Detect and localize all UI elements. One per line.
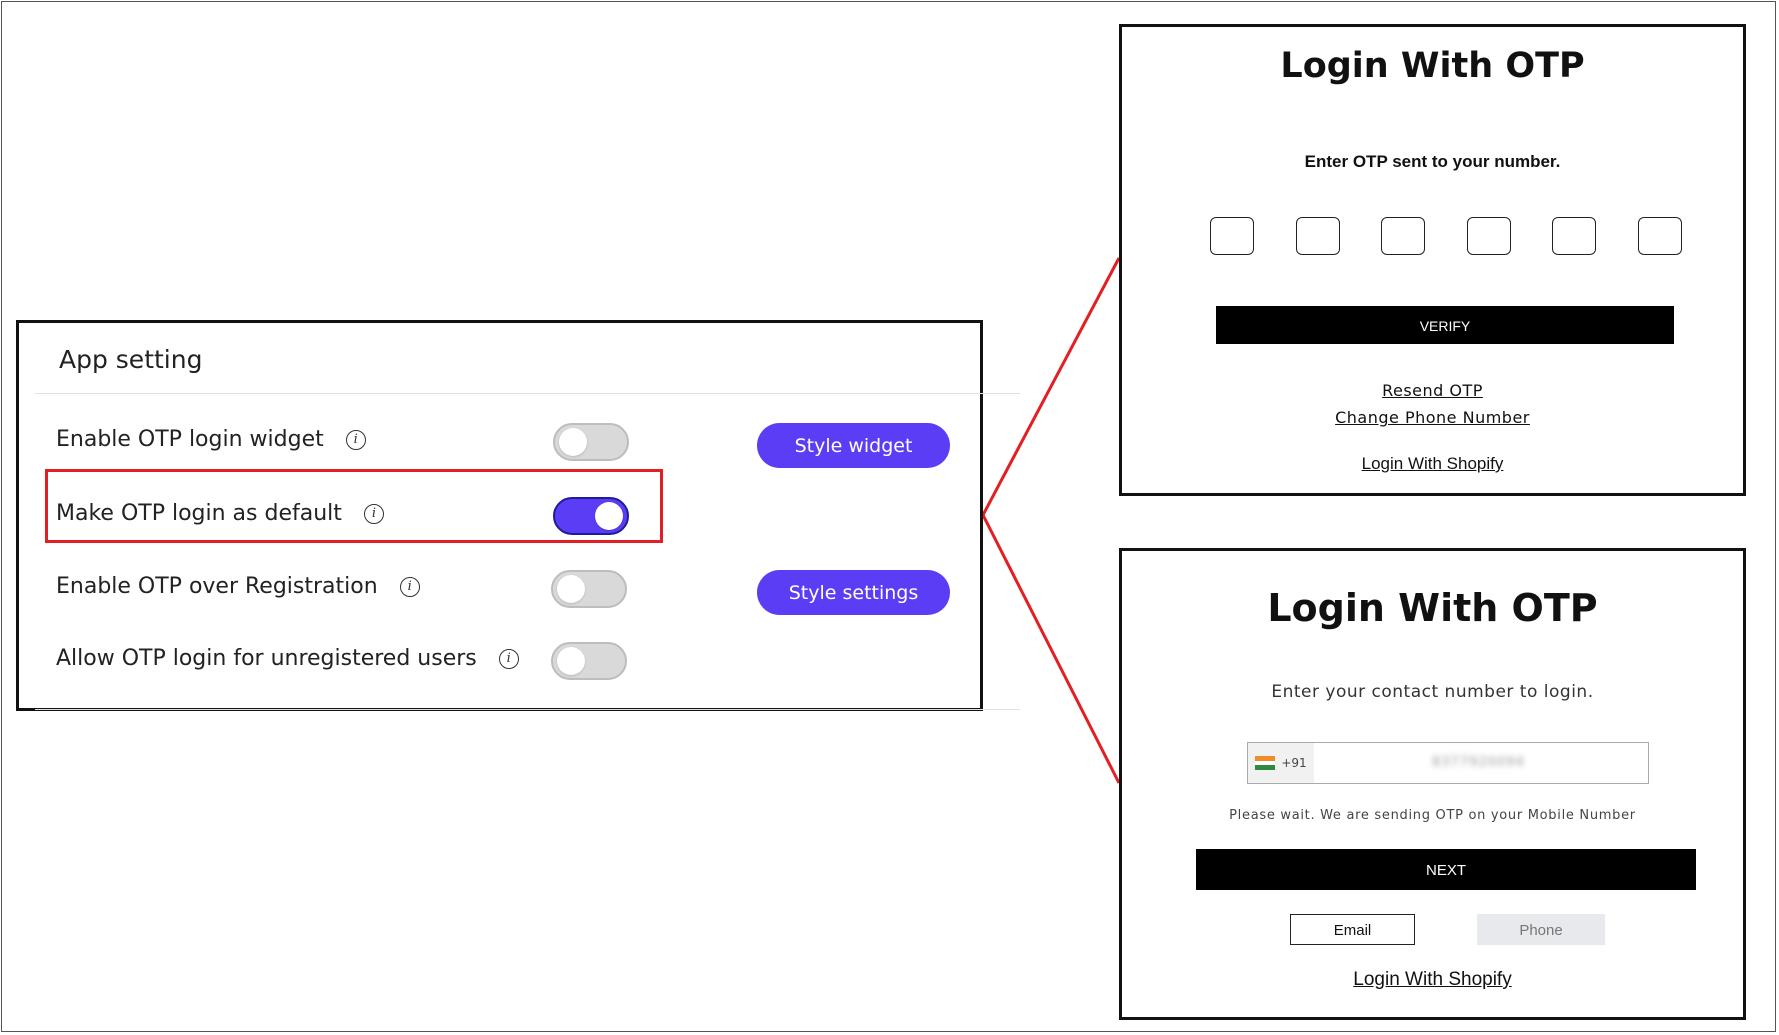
- info-icon[interactable]: i: [345, 429, 366, 450]
- phone-tab-button[interactable]: Phone: [1477, 914, 1605, 945]
- login-with-shopify-link[interactable]: Login With Shopify: [1353, 969, 1512, 990]
- verify-button[interactable]: VERIFY: [1216, 306, 1674, 344]
- card-subtitle: Enter your contact number to login.: [1271, 682, 1594, 702]
- otp-digit-input[interactable]: [1467, 217, 1511, 255]
- style-widget-button[interactable]: Style widget: [757, 423, 950, 468]
- setting-label: Allow OTP login for unregistered users: [56, 646, 477, 671]
- toggle-enable-widget[interactable]: [553, 423, 629, 461]
- change-phone-number-link[interactable]: Change Phone Number: [1335, 408, 1530, 427]
- highlight-box: [45, 469, 663, 543]
- toggle-unregistered[interactable]: [551, 642, 627, 680]
- setting-label: Make OTP login as default: [56, 501, 342, 526]
- app-setting-panel: App setting Enable OTP login widget i St…: [16, 320, 1020, 711]
- india-flag-icon: [1255, 756, 1276, 771]
- toggle-registration[interactable]: [551, 570, 627, 608]
- panel-divider: [35, 393, 1020, 394]
- otp-digit-input[interactable]: [1638, 217, 1682, 255]
- email-tab-button[interactable]: Email: [1290, 914, 1415, 945]
- toggle-knob: [595, 502, 623, 530]
- sending-status-text: Please wait. We are sending OTP on your …: [1229, 808, 1636, 823]
- toggle-knob: [559, 428, 587, 456]
- setting-label-row: Make OTP login as default i: [56, 501, 384, 526]
- info-icon[interactable]: i: [363, 503, 384, 524]
- toggle-default-login[interactable]: [553, 497, 629, 535]
- card-title: Login With OTP: [1280, 46, 1585, 86]
- setting-row-registration: Enable OTP over Registration i Style set…: [19, 556, 980, 616]
- toggle-knob: [557, 647, 585, 675]
- otp-digit-input[interactable]: [1552, 217, 1596, 255]
- phone-number-field[interactable]: +91 8377920094: [1247, 742, 1649, 784]
- panel-title: App setting: [59, 345, 203, 374]
- otp-digit-input[interactable]: [1381, 217, 1425, 255]
- setting-label: Enable OTP over Registration: [56, 574, 378, 599]
- style-settings-button[interactable]: Style settings: [757, 570, 950, 615]
- country-code: +91: [1281, 756, 1307, 770]
- setting-label: Enable OTP login widget: [56, 427, 324, 452]
- setting-label-row: Enable OTP over Registration i: [56, 574, 420, 599]
- info-icon[interactable]: i: [399, 576, 420, 597]
- otp-digit-input[interactable]: [1210, 217, 1254, 255]
- card-title: Login With OTP: [1267, 586, 1598, 630]
- setting-label-row: Allow OTP login for unregistered users i: [56, 646, 519, 671]
- card-subtitle: Enter OTP sent to your number.: [1304, 152, 1561, 171]
- resend-otp-link[interactable]: Resend OTP: [1382, 381, 1483, 400]
- toggle-knob: [557, 575, 585, 603]
- country-code-selector[interactable]: +91: [1248, 743, 1314, 783]
- otp-digit-input[interactable]: [1296, 217, 1340, 255]
- login-with-shopify-link[interactable]: Login With Shopify: [1361, 454, 1504, 473]
- next-button[interactable]: NEXT: [1196, 849, 1696, 890]
- setting-row-enable-widget: Enable OTP login widget i Style widget: [19, 409, 980, 469]
- setting-row-default-login: Make OTP login as default i: [19, 483, 980, 543]
- panel-bottom-divider: [35, 709, 1020, 710]
- phone-number-value: 8377920094: [1432, 755, 1525, 770]
- info-icon[interactable]: i: [498, 648, 519, 669]
- setting-label-row: Enable OTP login widget i: [56, 427, 366, 452]
- setting-row-unregistered: Allow OTP login for unregistered users i: [19, 628, 980, 688]
- verify-otp-card: Login With OTP Enter OTP sent to your nu…: [1119, 24, 1746, 496]
- phone-login-card: Login With OTP Enter your contact number…: [1119, 548, 1746, 1020]
